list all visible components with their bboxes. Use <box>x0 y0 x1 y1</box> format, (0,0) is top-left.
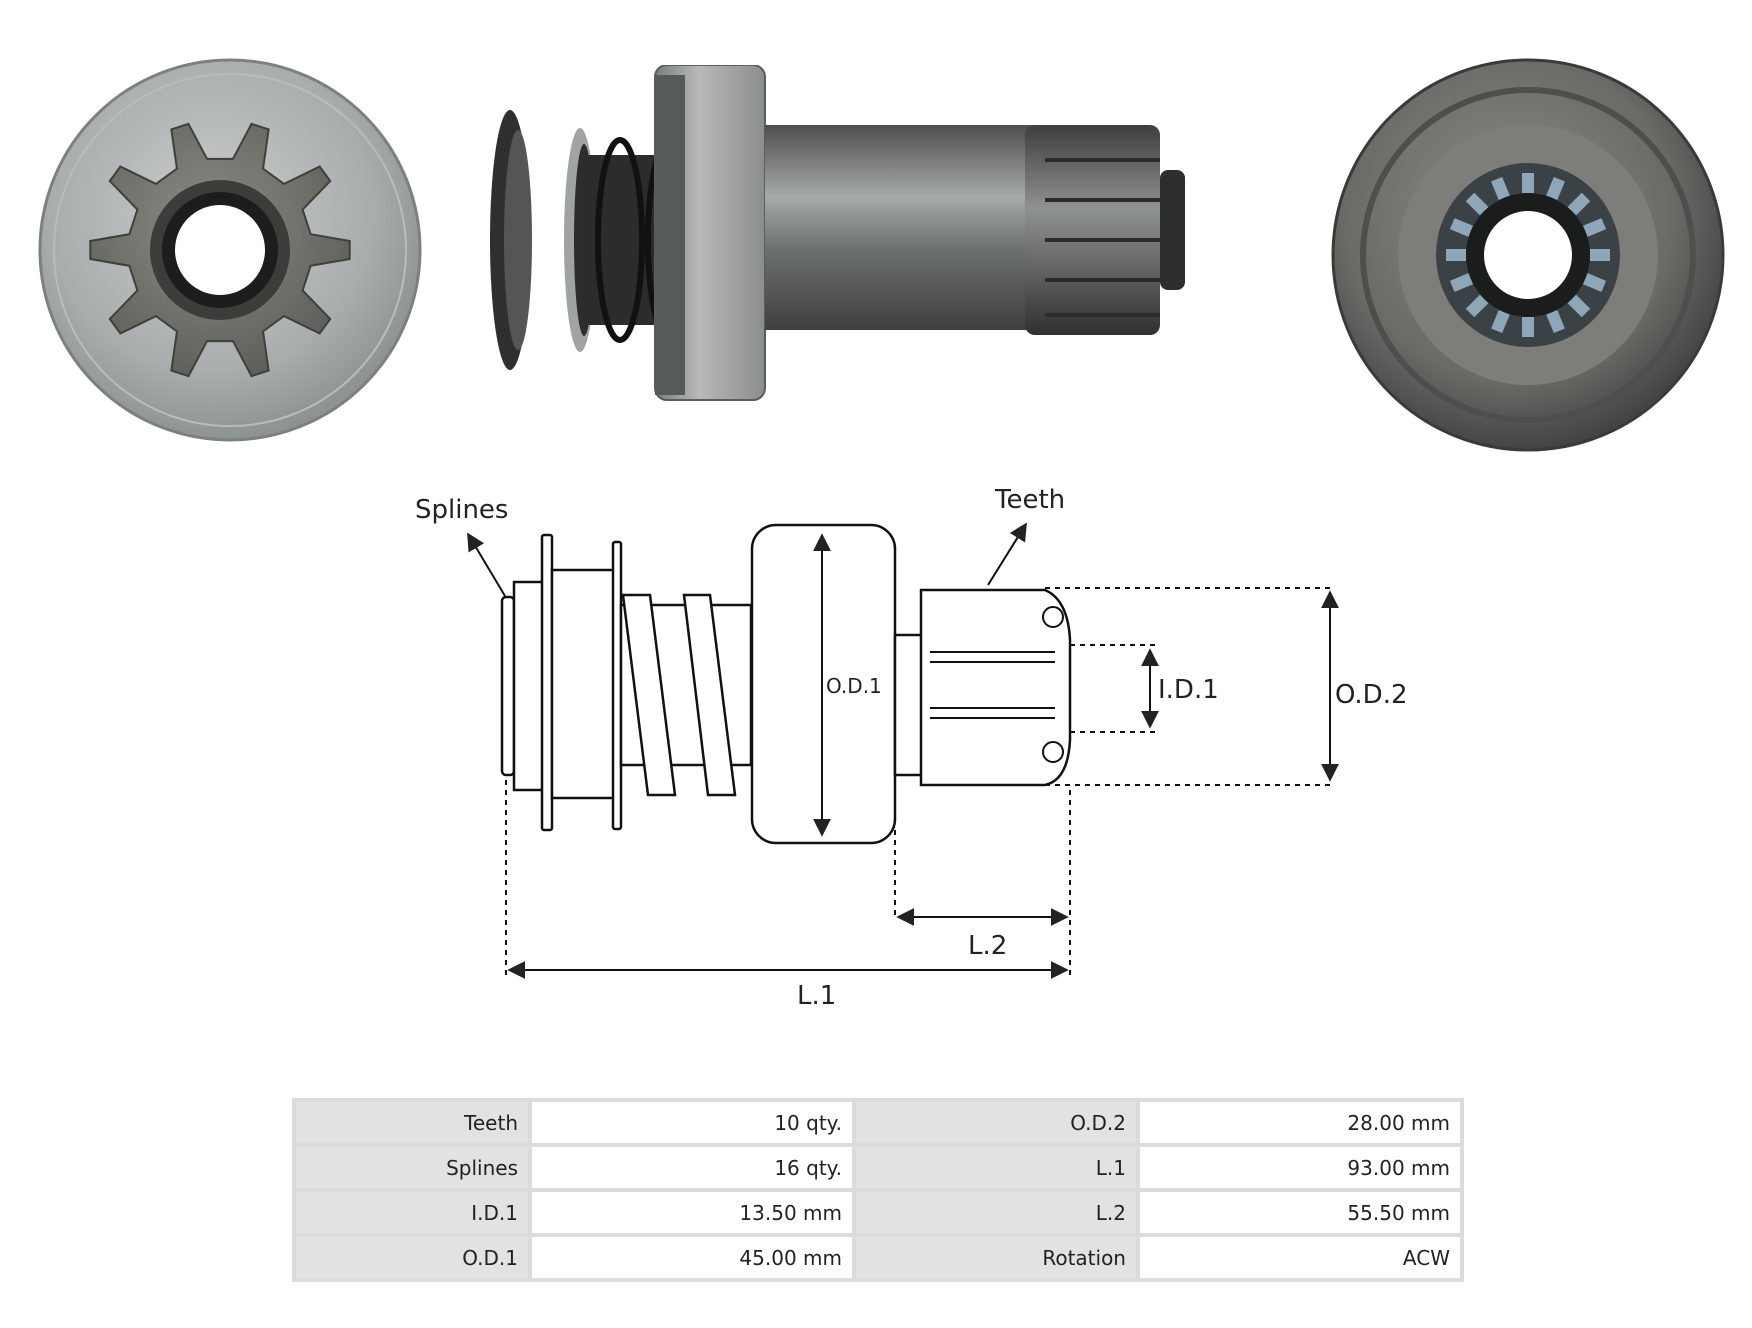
spec-value: 13.50 mm <box>532 1192 852 1233</box>
table-row: O.D.1 45.00 mm Rotation ACW <box>296 1237 1460 1278</box>
splines-label: Splines <box>415 495 508 525</box>
spec-key: L.1 <box>856 1147 1136 1188</box>
spec-value: 45.00 mm <box>532 1237 852 1278</box>
spec-key: O.D.2 <box>856 1102 1136 1143</box>
spec-value: 93.00 mm <box>1140 1147 1460 1188</box>
id1-label: I.D.1 <box>1158 675 1219 705</box>
table-row: Splines 16 qty. L.1 93.00 mm <box>296 1147 1460 1188</box>
spec-key: I.D.1 <box>296 1192 528 1233</box>
spec-value: ACW <box>1140 1237 1460 1278</box>
pinion-front-photo <box>38 58 422 442</box>
dimension-diagram: Splines Teeth O.D.1 O.D.2 I.D.1 L.2 L.1 <box>415 485 1408 1011</box>
l2-label: L.2 <box>968 931 1007 961</box>
spec-value: 16 qty. <box>532 1147 852 1188</box>
spec-key: Rotation <box>856 1237 1136 1278</box>
od1-label: O.D.1 <box>826 674 882 698</box>
spec-value: 55.50 mm <box>1140 1192 1460 1233</box>
spec-key: Teeth <box>296 1102 528 1143</box>
spec-key: L.2 <box>856 1192 1136 1233</box>
teeth-label: Teeth <box>994 485 1065 515</box>
od2-label: O.D.2 <box>1335 680 1408 710</box>
spec-value: 10 qty. <box>532 1102 852 1143</box>
splines-rear-photo <box>1331 58 1725 452</box>
table-row: I.D.1 13.50 mm L.2 55.50 mm <box>296 1192 1460 1233</box>
spec-key: Splines <box>296 1147 528 1188</box>
spec-table: Teeth 10 qty. O.D.2 28.00 mm Splines 16 … <box>292 1098 1464 1282</box>
starter-drive-side-photo <box>490 65 1185 401</box>
spec-key: O.D.1 <box>296 1237 528 1278</box>
l1-label: L.1 <box>797 981 836 1011</box>
table-row: Teeth 10 qty. O.D.2 28.00 mm <box>296 1102 1460 1143</box>
spec-value: 28.00 mm <box>1140 1102 1460 1143</box>
